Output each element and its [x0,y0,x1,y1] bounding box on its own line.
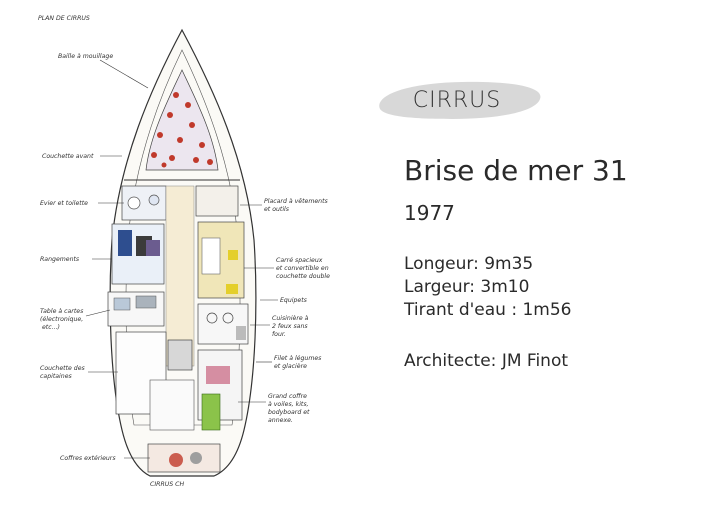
label-couchette-cap-2: capitaines [40,372,73,380]
spec-width: Largeur: 3m10 [404,277,530,297]
label-equipets: Equipets [280,296,308,304]
boat-architect: Architecte: JM Finot [404,351,569,371]
label-grand-3: bodyboard et [268,408,310,416]
label-couchette-avant: Couchette avant [42,152,94,160]
label-evier: Evier et toilette [40,199,88,207]
label-filet-2: et glacière [274,362,307,370]
label-grand-4: annexe. [268,417,293,424]
label-cuisiniere-1: Cuisinière à [272,314,309,322]
label-carre-1: Carré spacieux [276,256,323,264]
label-coffres: Coffres extérieurs [60,454,116,462]
boat-name-badge: CIRRUS [412,87,502,113]
companionway [167,339,193,371]
label-placard-2: et outils [264,205,290,213]
label-placard-1: Placard à vêtements [264,197,329,205]
wardrobe [195,185,239,217]
label-cuisiniere-2: 2 feux sans [272,323,308,330]
spec-draft: Tirant d'eau : 1m56 [404,300,572,320]
label-carre-3: couchette double [276,272,330,280]
boat-specs: Longeur: 9m35 Largeur: 3m10 Tirant d'eau… [404,253,572,322]
label-table-3: etc...) [42,323,60,331]
boat-plan-drawing: PLAN DE CIRRUS [38,15,330,488]
spec-length: Longeur: 9m35 [404,254,534,274]
label-filet-1: Filet à légumes [274,354,322,362]
flower-pattern [151,92,213,168]
label-baille: Baille à mouillage [58,52,113,60]
cockpit [149,379,195,431]
label-rangements: Rangements [40,255,80,263]
label-couchette-cap-1: Couchette des [40,364,86,372]
label-carre-2: et convertible en [276,264,329,272]
stern-lockers [147,443,221,473]
boat-model: Brise de mer 31 [404,154,628,187]
label-table-1: Table à cartes [40,307,84,315]
name-badge-shape [379,81,541,119]
plan-title: PLAN DE CIRRUS [38,15,90,22]
label-grand-1: Grand coffre [268,393,307,400]
label-table-2: (électronique, [40,315,83,323]
boat-year: 1977 [404,201,455,225]
corridor [165,185,195,367]
label-cuisiniere-3: four. [272,331,286,338]
label-grand-2: à voiles, kits, [268,400,309,408]
signature-text: CIRRUS CH [150,481,184,488]
